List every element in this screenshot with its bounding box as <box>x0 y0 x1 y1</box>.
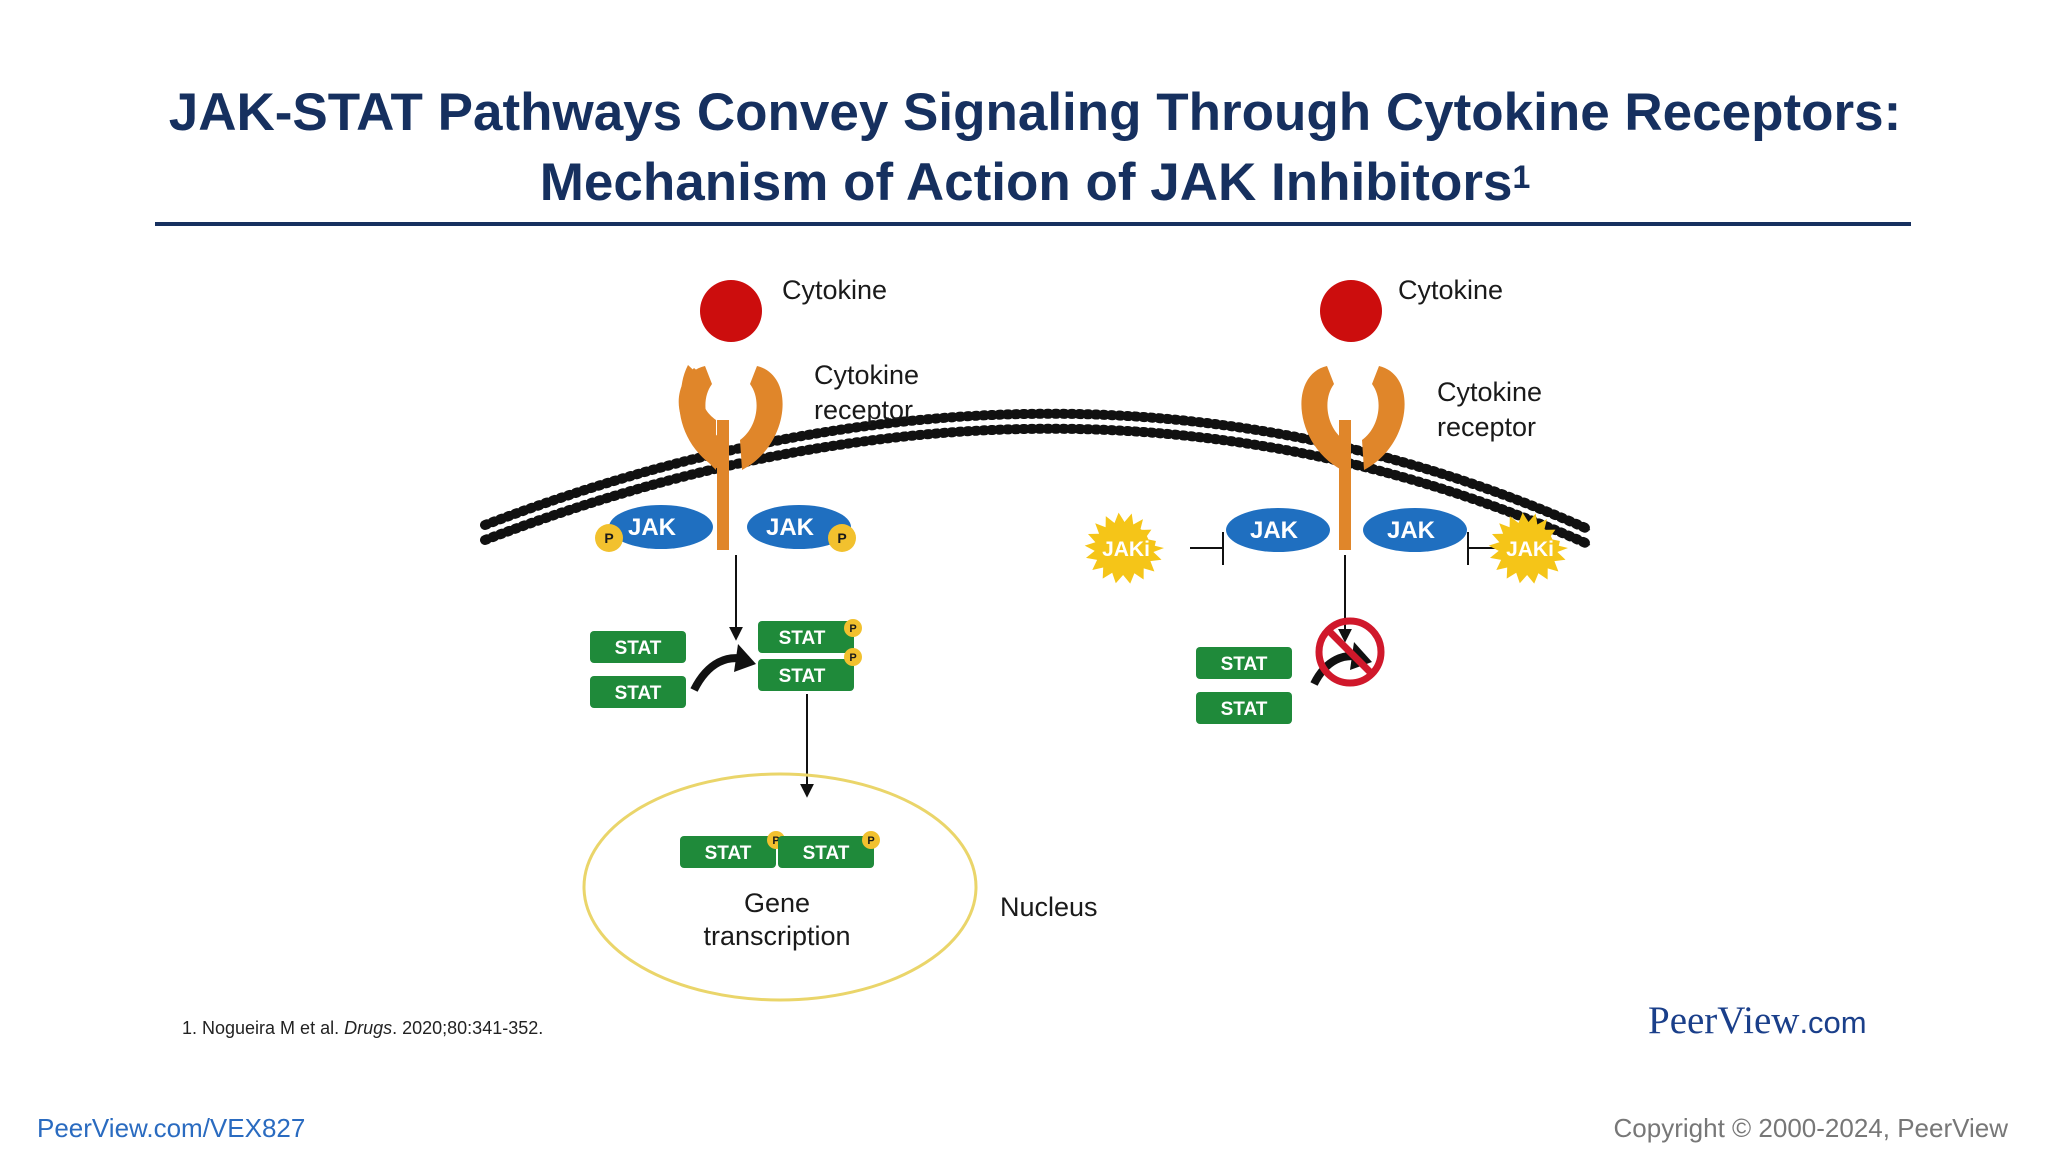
phospho-label: P <box>604 530 613 546</box>
stat-inactive-1: STAT <box>590 631 686 663</box>
cytokine-left <box>700 280 762 342</box>
reference-journal: Drugs <box>344 1018 393 1038</box>
stat-label: STAT <box>779 628 826 649</box>
receptor-label-right-1: Cytokine <box>1437 377 1542 407</box>
cytokine-right <box>1320 280 1382 342</box>
reference-citation: 1. Nogueira M et al. Drugs. 2020;80:341-… <box>182 1018 543 1039</box>
jak-label: JAK <box>766 514 815 541</box>
reference-prefix: 1. Nogueira M et al. <box>182 1018 345 1038</box>
stat-label: STAT <box>779 666 826 687</box>
reference-suffix: . 2020;80:341-352. <box>392 1018 544 1038</box>
jak-label: JAK <box>1250 517 1299 544</box>
stat-right-2: STAT <box>1196 692 1292 724</box>
jaki-label: JAKi <box>1506 538 1554 561</box>
jaki-label: JAKi <box>1102 538 1150 561</box>
inhibition-bar-left <box>1190 532 1224 565</box>
phospho-label: P <box>772 835 779 847</box>
jak-left-b: JAK <box>747 505 851 549</box>
footer-link[interactable]: PeerView.com/VEX827 <box>37 1113 306 1143</box>
copyright-notice: Copyright © 2000-2024, PeerView <box>1613 1113 2008 1143</box>
phospho-left-b: P <box>828 524 856 552</box>
nucleus <box>582 772 978 1002</box>
cytokine-label-right: Cytokine <box>1398 275 1503 305</box>
stat-inactive-2: STAT <box>590 676 686 708</box>
peerview-logo: PeerView.com <box>1648 998 1867 1043</box>
stat-phosphorylated-1: STAT P <box>758 619 862 653</box>
jak-inhibitor-right: JAKi <box>1488 512 1568 584</box>
cytokine-receptor-right <box>1301 366 1405 550</box>
phospho-label: P <box>849 652 856 664</box>
stat-label: STAT <box>615 683 662 704</box>
phospho-label: P <box>867 835 874 847</box>
stat-label: STAT <box>1221 654 1268 675</box>
activation-arrowhead <box>734 644 756 672</box>
blocked-activation-icon <box>1310 617 1385 687</box>
stat-label: STAT <box>803 843 850 864</box>
slide-title: JAK-STAT Pathways Convey Signaling Throu… <box>150 78 1920 218</box>
logo-name: PeerView <box>1648 999 1800 1042</box>
jak-right-b: JAK <box>1363 508 1467 552</box>
title-divider <box>155 222 1911 226</box>
gene-transcription-label-1: Gene <box>744 888 810 918</box>
jak-left-a: JAK <box>609 505 713 549</box>
nucleus-label: Nucleus <box>1000 892 1098 922</box>
receptor-label-left-2: receptor <box>814 395 913 425</box>
stat-label: STAT <box>1221 699 1268 720</box>
cytokine-label-left: Cytokine <box>782 275 887 305</box>
receptor-label-left-1: Cytokine <box>814 360 919 390</box>
stat-phosphorylated-2: STAT P <box>758 648 862 691</box>
phospho-left-a: P <box>595 524 623 552</box>
cytokine-receptor-left <box>678 365 783 550</box>
jak-label: JAK <box>628 514 677 541</box>
stat-label: STAT <box>705 843 752 864</box>
jak-right-a: JAK <box>1226 508 1330 552</box>
jak-label: JAK <box>1387 517 1436 544</box>
phospho-label: P <box>837 530 846 546</box>
cell-membrane <box>480 408 1595 550</box>
stat-right-1: STAT <box>1196 647 1292 679</box>
logo-suffix: .com <box>1799 1005 1867 1040</box>
phospho-label: P <box>849 623 856 635</box>
nucleus-stat-2: STAT P <box>778 831 880 868</box>
stat-label: STAT <box>615 638 662 659</box>
gene-transcription-label-2: transcription <box>703 921 850 951</box>
receptor-label-right-2: receptor <box>1437 412 1536 442</box>
slide-title-text: JAK-STAT Pathways Convey Signaling Throu… <box>168 83 1902 212</box>
nucleus-stat-1: STAT P <box>680 831 785 868</box>
title-footnote-marker: 1 <box>1512 159 1531 195</box>
jak-inhibitor-left: JAKi <box>1084 512 1164 584</box>
